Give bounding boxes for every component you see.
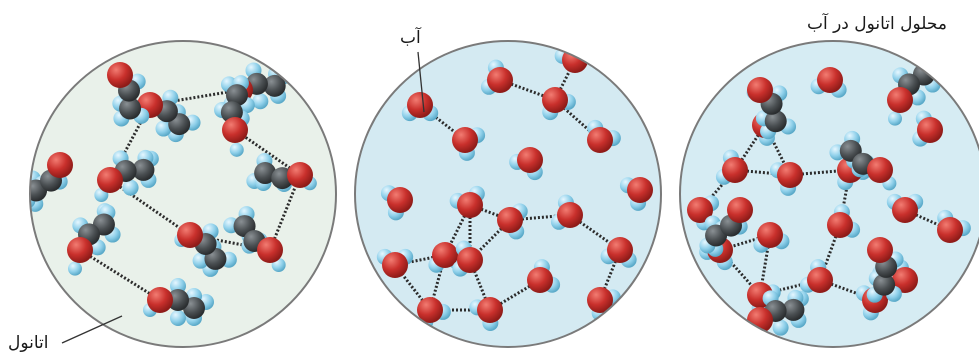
oxygen-atom (892, 197, 918, 223)
oxygen-atom (497, 207, 523, 233)
oxygen-atom (587, 127, 613, 153)
ethanol-leader-line (61, 315, 123, 344)
oxygen-atom (457, 192, 483, 218)
oxygen-atom (937, 217, 963, 243)
carbon-atom (119, 97, 142, 120)
hydrogen-atom (573, 41, 590, 57)
hydrogen-bond (149, 88, 241, 107)
carbon-atom (764, 110, 787, 133)
hydrogen-atom (192, 252, 209, 269)
hydrogen-atom (772, 319, 789, 336)
ethanol-label: اتانول (8, 333, 49, 353)
carbon-atom (254, 162, 277, 185)
carbon-atom (263, 74, 286, 97)
carbon-atom (225, 84, 248, 107)
oxygen-atom (452, 127, 478, 153)
oxygen-atom (527, 267, 553, 293)
oxygen-atom (487, 67, 513, 93)
oxygen-atom (387, 187, 413, 213)
oxygen-atom (867, 157, 893, 183)
oxygen-atom (722, 157, 748, 183)
hydrogen-atom (170, 310, 186, 326)
oxygen-atom (757, 222, 783, 248)
oxygen-atom (457, 247, 483, 273)
oxygen-atom (407, 92, 433, 118)
oxygen-atom (67, 237, 93, 263)
oxygen-atom (817, 67, 843, 93)
oxygen-atom (147, 287, 173, 313)
oxygen-atom (607, 237, 633, 263)
carbon-atom (132, 158, 155, 181)
hydrogen-atom (68, 261, 82, 276)
oxygen-atom (417, 297, 443, 323)
oxygen-atom (807, 267, 833, 293)
oxygen-atom (557, 202, 583, 228)
oxygen-atom (222, 117, 248, 143)
oxygen-atom (887, 87, 913, 113)
hydrogen-atom (888, 111, 902, 126)
oxygen-atom (177, 222, 203, 248)
oxygen-atom (917, 117, 943, 143)
oxygen-atom (747, 77, 773, 103)
hydrogen-atom (252, 93, 269, 110)
carbon-atom (167, 289, 189, 311)
oxygen-atom (687, 197, 713, 223)
oxygen-atom (47, 152, 73, 178)
oxygen-atom (827, 212, 853, 238)
oxygen-atom (867, 237, 893, 263)
oxygen-atom (97, 167, 123, 193)
hydrogen-atom (122, 179, 139, 196)
oxygen-atom (892, 267, 918, 293)
carbon-atom (873, 273, 896, 296)
oxygen-atom (777, 162, 803, 188)
solution-circle (679, 40, 979, 348)
oxygen-atom (287, 162, 313, 188)
solution-label: محلول اتانول در آب (806, 14, 947, 34)
water-label: آب (400, 28, 421, 48)
hydrogen-bond (234, 128, 301, 177)
oxygen-atom (382, 252, 408, 278)
hydrogen-atom (744, 328, 759, 342)
oxygen-atom (477, 297, 503, 323)
hydrogen-bond (268, 174, 302, 251)
water-circle (354, 40, 662, 348)
hydrogen-atom (229, 142, 244, 157)
oxygen-atom (107, 62, 133, 88)
carbon-atom (782, 298, 805, 321)
ethanol-circle (29, 40, 337, 348)
oxygen-atom (517, 147, 543, 173)
oxygen-atom (562, 47, 588, 73)
oxygen-atom (627, 177, 653, 203)
hydrogen-atom (155, 120, 172, 137)
oxygen-atom (432, 242, 458, 268)
oxygen-atom (587, 287, 613, 313)
water-leader-line (417, 51, 425, 113)
hydrogen-atom (919, 54, 936, 71)
oxygen-atom (257, 237, 283, 263)
oxygen-atom (727, 197, 753, 223)
hydrogen-bond (469, 203, 511, 222)
oxygen-atom (542, 87, 568, 113)
